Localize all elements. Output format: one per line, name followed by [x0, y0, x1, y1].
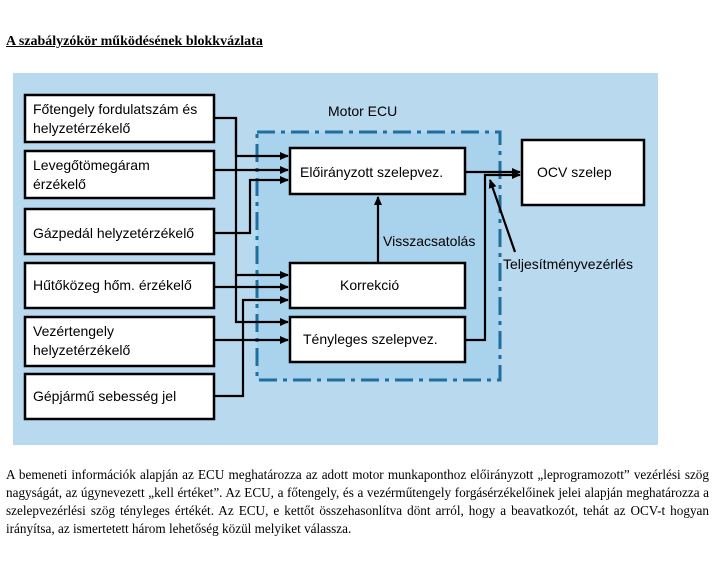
arrow-actual-to-output [465, 171, 521, 342]
feedback-label: Visszacsatolás [383, 233, 475, 249]
power-control-pointer [488, 179, 517, 253]
ecu-title: Motor ECU [328, 103, 397, 119]
svg-text:OCV szelep: OCV szelep [537, 164, 612, 180]
input-box-pedal: Gázpedál helyzetérzékelő [23, 207, 216, 256]
power-control-label: Teljesítményvezérlés [503, 256, 633, 272]
svg-text:Előirányzott szelepvez.: Előirányzott szelepvez. [300, 164, 443, 180]
svg-text:Vezértengely: Vezértengely [33, 323, 114, 339]
description-paragraph: A bemeneti információk alapján az ECU me… [6, 467, 709, 536]
input-box-coolant: Hűtőközeg hőm. érzékelő [23, 261, 216, 310]
svg-text:helyzetérzékelő: helyzetérzékelő [33, 342, 130, 358]
arrow-speed-to-correction [214, 296, 289, 398]
actual-control-box: Tényleges szelepvez. [288, 315, 467, 364]
svg-text:Tényleges szelepvez.: Tényleges szelepvez. [303, 331, 438, 347]
input-box-crank: Főtengely fordulatszám és helyzetérzékel… [23, 93, 216, 144]
svg-text:Gázpedál helyzetérzékelő: Gázpedál helyzetérzékelő [33, 225, 194, 241]
target-control-box: Előirányzott szelepvez. [288, 146, 467, 196]
page-heading: A szabályzókör működésének blokkvázlata [6, 34, 263, 49]
arrow-crank-to-actual [234, 118, 289, 326]
svg-text:érzékelő: érzékelő [33, 176, 86, 192]
svg-text:helyzetérzékelő: helyzetérzékelő [33, 120, 130, 136]
arrow-pedal-to-target [214, 176, 289, 235]
ocv-valve-box: OCV szelep [520, 138, 646, 207]
svg-text:Hűtőközeg hőm. érzékelő: Hűtőközeg hőm. érzékelő [33, 277, 192, 293]
input-box-speed: Gépjármű sebesség jel [23, 372, 216, 421]
svg-text:Levegőtömegáram: Levegőtömegáram [33, 157, 150, 173]
block-diagram: Motor ECU Főtengely fordulatszám és hely… [13, 73, 658, 445]
input-box-camshaft: Vezértengely helyzetérzékelő [23, 315, 216, 368]
correction-box: Korrekció [288, 261, 467, 310]
svg-text:Gépjármű sebesség jel: Gépjármű sebesség jel [33, 388, 176, 404]
svg-text:Korrekció: Korrekció [340, 277, 399, 293]
input-box-airflow: Levegőtömegáram érzékelő [23, 149, 216, 200]
svg-text:Főtengely fordulatszám és: Főtengely fordulatszám és [33, 101, 197, 117]
